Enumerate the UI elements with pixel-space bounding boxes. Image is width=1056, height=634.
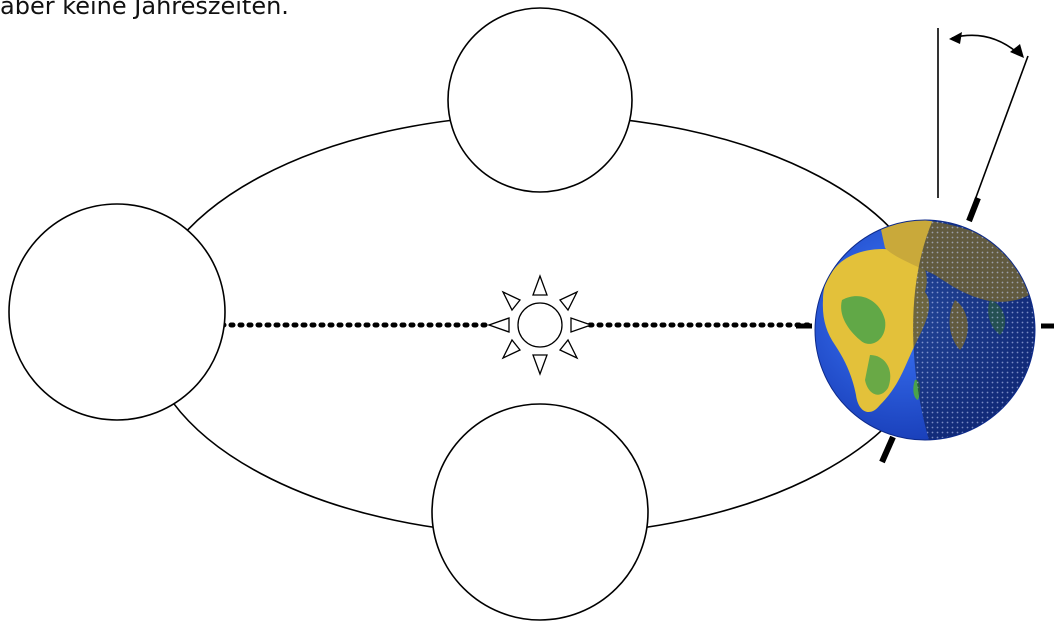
axis-tilt-indicator xyxy=(938,28,1028,200)
sun-icon xyxy=(489,276,591,374)
earth-axis-top-stub xyxy=(969,198,978,221)
blank-earth-position-left xyxy=(9,204,225,420)
globe-icon xyxy=(815,205,1056,460)
double-arrow-icon xyxy=(952,35,1020,55)
caption-text: aber keine Jahreszeiten. xyxy=(0,0,289,20)
tilted-axis-line xyxy=(975,56,1028,200)
blank-earth-position-top xyxy=(448,8,632,192)
blank-earth-position-bottom xyxy=(432,404,648,620)
earth-axis-bottom-stub xyxy=(882,437,893,462)
